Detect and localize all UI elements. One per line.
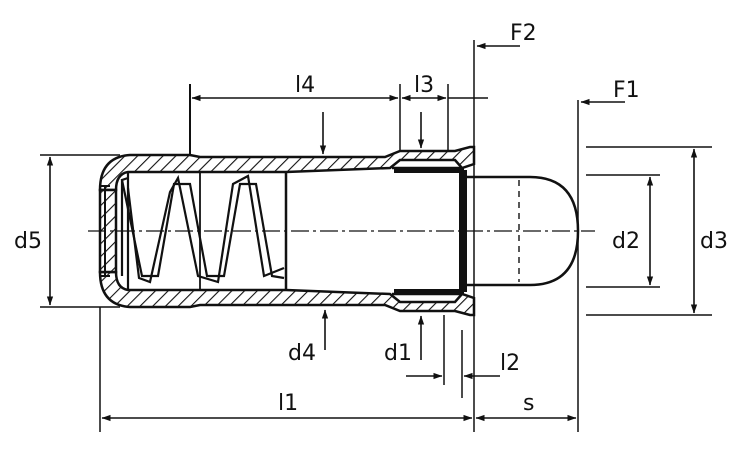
plunger-collar: [459, 170, 467, 292]
label-l4: l4: [295, 73, 315, 98]
label-d5: d5: [14, 229, 42, 254]
dimension-arrows: [46, 42, 698, 422]
label-s: s: [523, 391, 534, 416]
label-l3: l3: [414, 73, 434, 98]
label-d2: d2: [612, 229, 640, 254]
label-d1: d1: [384, 341, 412, 366]
extension-lines: [40, 40, 712, 432]
label-l1: l1: [278, 391, 298, 416]
label-l2: l2: [500, 351, 520, 376]
label-d3: d3: [700, 229, 728, 254]
label-d4: d4: [288, 341, 316, 366]
labels: d5 d3 d2 d4 d1 l4 l3 l2 l1 s F2 F1: [14, 21, 728, 416]
label-f1: F1: [613, 78, 640, 103]
inner-parts: [189, 84, 580, 296]
label-f2: F2: [510, 21, 537, 46]
spring: [120, 172, 285, 290]
